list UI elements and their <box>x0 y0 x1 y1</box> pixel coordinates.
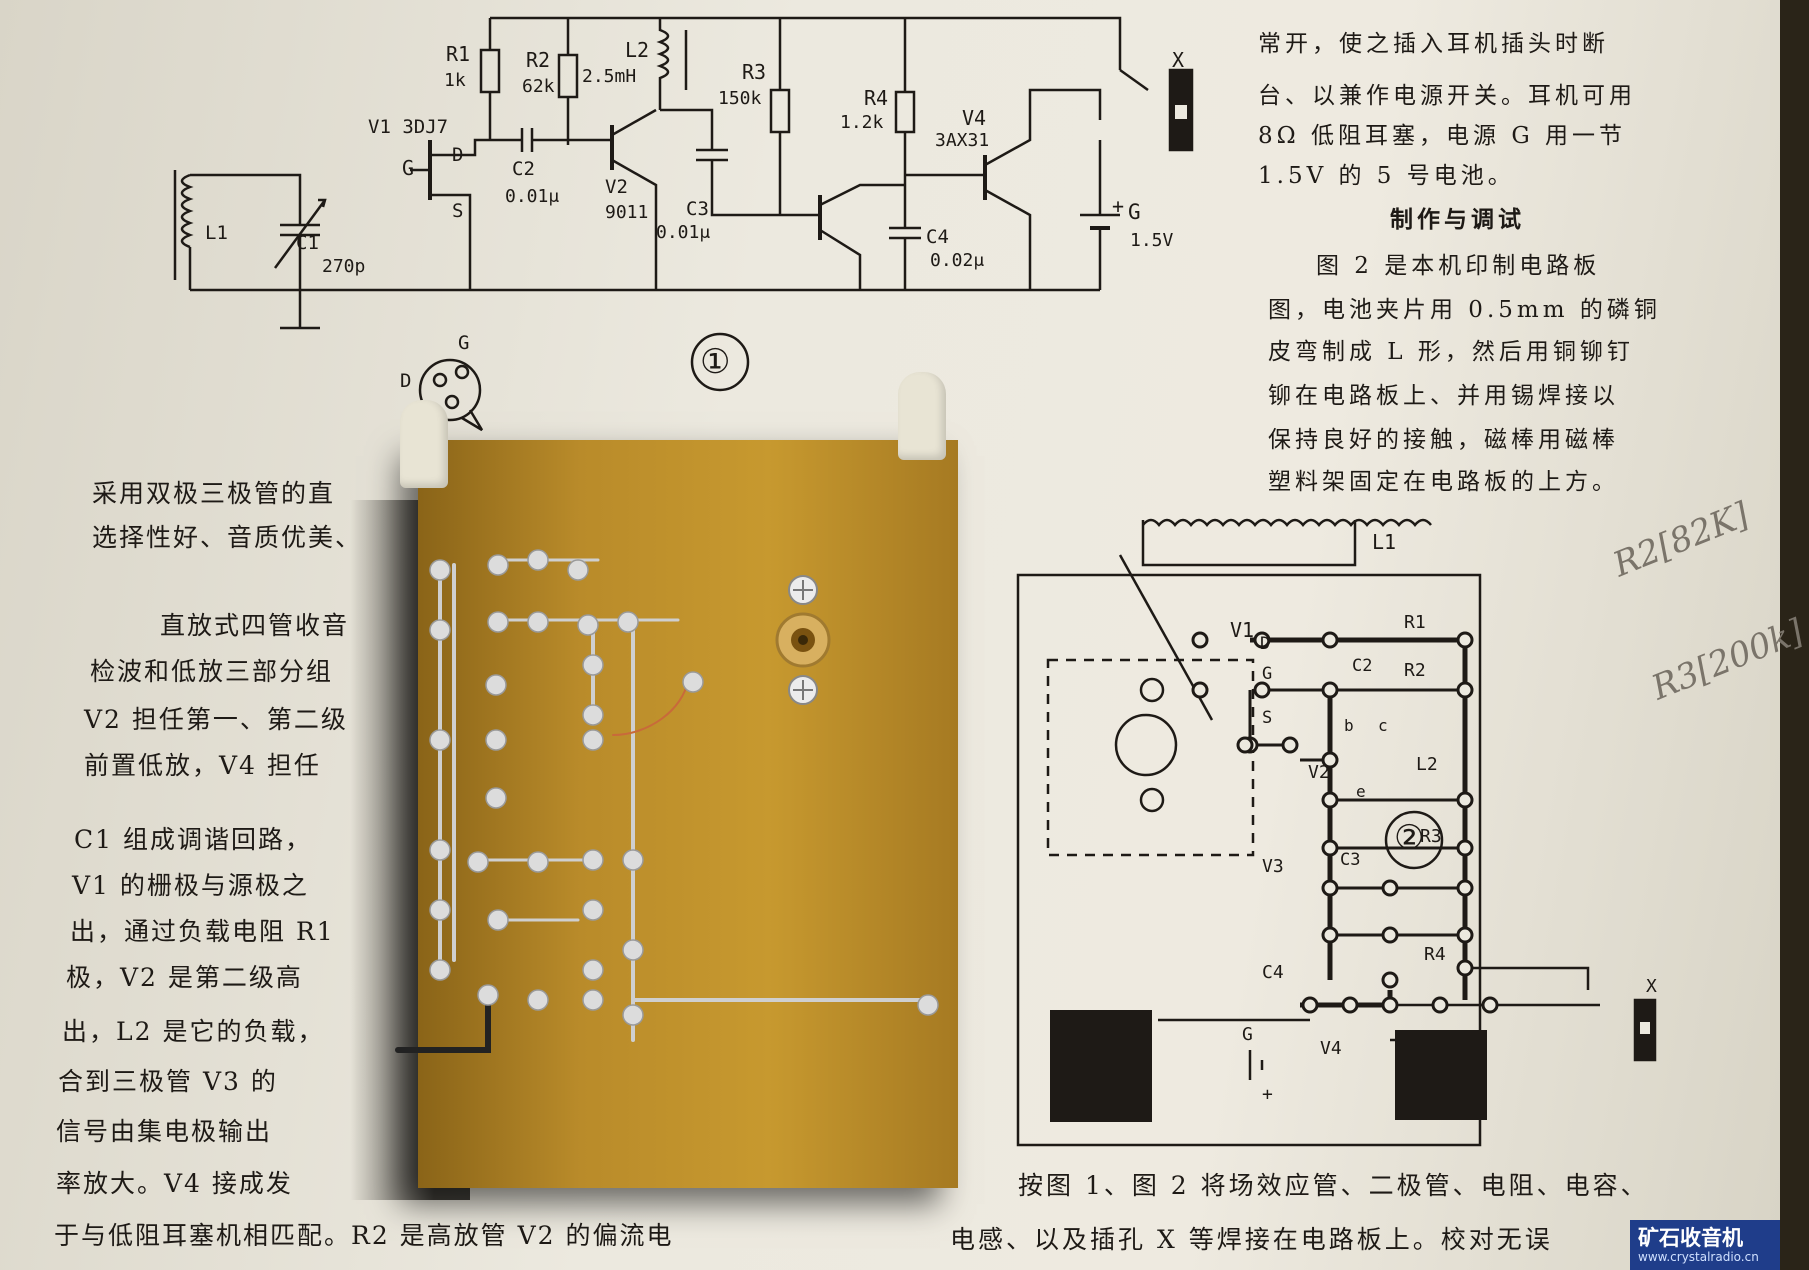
pcb-label-v4: V4 <box>1320 1038 1342 1059</box>
label-r3: R3 <box>742 60 767 84</box>
label-c2-value: 0.01μ <box>505 186 560 207</box>
left-line-5: V2 担任第一、第二级 <box>84 705 348 734</box>
label-battery-value: 1.5V <box>1130 230 1174 251</box>
label-l2-value: 2.5mH <box>582 66 637 87</box>
pcb-label-c2: C2 <box>1352 656 1373 676</box>
label-s: S <box>452 200 464 222</box>
figure-1-marker: ① <box>700 342 731 382</box>
label-r4-value: 1.2k <box>840 112 884 133</box>
pcb-label-d: D <box>1260 634 1271 654</box>
left-line-13: 信号由集电极输出 <box>56 1117 273 1146</box>
left-line-11: 出，L2 是它的负载， <box>62 1017 325 1046</box>
left-line-14: 率放大。V4 接成发 <box>56 1169 293 1198</box>
pcb-label-r4: R4 <box>1424 944 1446 965</box>
label-r3-value: 150k <box>718 88 762 109</box>
right-line-8: 皮弯制成 L 形，然后用铜铆钉 <box>1268 339 1634 365</box>
label-c3-value: 0.01μ <box>656 222 711 243</box>
left-line-12: 合到三极管 V3 的 <box>58 1067 278 1096</box>
label-c2: C2 <box>512 158 535 180</box>
label-battery: G <box>1128 200 1141 224</box>
section-heading: 制作与调试 <box>1390 206 1525 233</box>
pcb-label-e1: e <box>1356 782 1366 801</box>
label-l1: L1 <box>205 222 228 244</box>
label-v2-type: 9011 <box>605 202 649 223</box>
pcb-label-battery: G <box>1242 1024 1253 1045</box>
pcb-label-b1: b <box>1344 716 1354 735</box>
label-c1: C1 <box>296 232 319 254</box>
right-line-7: 图，电池夹片用 0.5mm 的磷铜 <box>1268 297 1661 323</box>
pinout-g: G <box>458 332 470 354</box>
bottom-line-1: 按图 1、图 2 将场效应管、二极管、电阻、电容、 <box>1018 1171 1649 1200</box>
label-v4-type: 3AX31 <box>935 130 990 151</box>
pcb-label-v3: V3 <box>1262 856 1284 877</box>
label-r2-value: 62k <box>522 76 555 97</box>
pcb-label-r3: R3 <box>1420 826 1442 847</box>
pcb-label-c4: C4 <box>1262 962 1284 983</box>
bottom-line-2: 电感、以及插孔 X 等焊接在电路板上。校对无误 <box>950 1225 1553 1254</box>
label-d: D <box>452 144 464 166</box>
label-x: X <box>1172 48 1185 72</box>
pcb-board <box>395 372 958 1188</box>
watermark-title: 矿石收音机 <box>1638 1226 1743 1250</box>
label-c4-value: 0.02μ <box>930 250 985 271</box>
pcb-label-r1: R1 <box>1404 612 1426 633</box>
label-c3: C3 <box>686 198 709 220</box>
right-line-11: 塑料架固定在电路板的上方。 <box>1268 469 1619 495</box>
right-line-6: 图 2 是本机印制电路板 <box>1316 253 1601 279</box>
pcb-solder-traces <box>395 549 939 1053</box>
label-g: G <box>402 156 415 180</box>
label-l2: L2 <box>625 38 650 62</box>
left-line-6: 前置低放，V4 担任 <box>84 751 321 780</box>
label-c1-value: 270p <box>322 256 366 277</box>
pcb-label-c3: C3 <box>1340 850 1361 870</box>
left-line-7: C1 组成调谐回路， <box>74 825 312 854</box>
right-line-1: 常开，使之插入耳机插头时断 <box>1258 31 1609 57</box>
left-line-3: 直放式四管收音 <box>160 611 350 640</box>
label-r1-value: 1k <box>444 70 466 91</box>
label-plus: + <box>1112 194 1125 218</box>
left-line-15: 于与低阻耳塞机相匹配。R2 是高放管 V2 的偏流电 <box>54 1221 674 1250</box>
battery-clip-left <box>400 400 448 488</box>
label-v1: V1 3DJ7 <box>368 116 449 138</box>
pinout-d: D <box>400 370 412 392</box>
left-line-4: 检波和低放三部分组 <box>90 657 334 686</box>
right-line-9: 铆在电路板上、并用锡焊接以 <box>1268 383 1619 409</box>
left-line-8: V1 的栅极与源极之 <box>72 871 309 900</box>
right-line-4: 1.5V 的 5 号电池。 <box>1258 163 1515 189</box>
left-line-9: 出，通过负载电阻 R1 <box>70 917 335 946</box>
right-line-2: 台、以兼作电源开关。耳机可用 <box>1258 83 1636 109</box>
right-line-10: 保持良好的接触，磁棒用磁棒 <box>1268 427 1619 453</box>
label-r1: R1 <box>446 42 471 66</box>
pcb-label-c1: c <box>1378 716 1388 735</box>
battery-clip-right <box>898 372 946 460</box>
pcb-label-l2: L2 <box>1416 754 1438 775</box>
label-r2: R2 <box>526 48 551 72</box>
site-watermark: 矿石收音机 www.crystalradio.cn <box>1630 1220 1780 1270</box>
pcb-label-s: S <box>1262 708 1273 728</box>
left-line-10: 极，V2 是第二级高 <box>66 963 303 992</box>
left-line-2: 选择性好、音质优美、 <box>92 523 363 552</box>
pcb-label-g: G <box>1262 664 1273 684</box>
label-v4: V4 <box>962 106 987 130</box>
figure-2-marker: ② <box>1394 818 1425 858</box>
label-r4: R4 <box>864 86 889 110</box>
left-line-1: 采用双极三极管的直 <box>92 479 336 508</box>
pcb-label-x: X <box>1646 976 1657 997</box>
pcb-label-v2: V2 <box>1308 762 1330 783</box>
pcb-mount-hardware <box>775 575 831 705</box>
watermark-url: www.crystalradio.cn <box>1638 1250 1759 1264</box>
label-v2: V2 <box>605 176 628 198</box>
pcb-label-v1: V1 <box>1230 618 1255 642</box>
pcb-label-plus: + <box>1262 1084 1273 1105</box>
label-c4: C4 <box>926 226 949 248</box>
right-line-3: 8Ω 低阻耳塞，电源 G 用一节 <box>1258 123 1627 149</box>
pcb-label-r2: R2 <box>1404 660 1426 681</box>
pcb-label-l1: L1 <box>1372 530 1397 554</box>
